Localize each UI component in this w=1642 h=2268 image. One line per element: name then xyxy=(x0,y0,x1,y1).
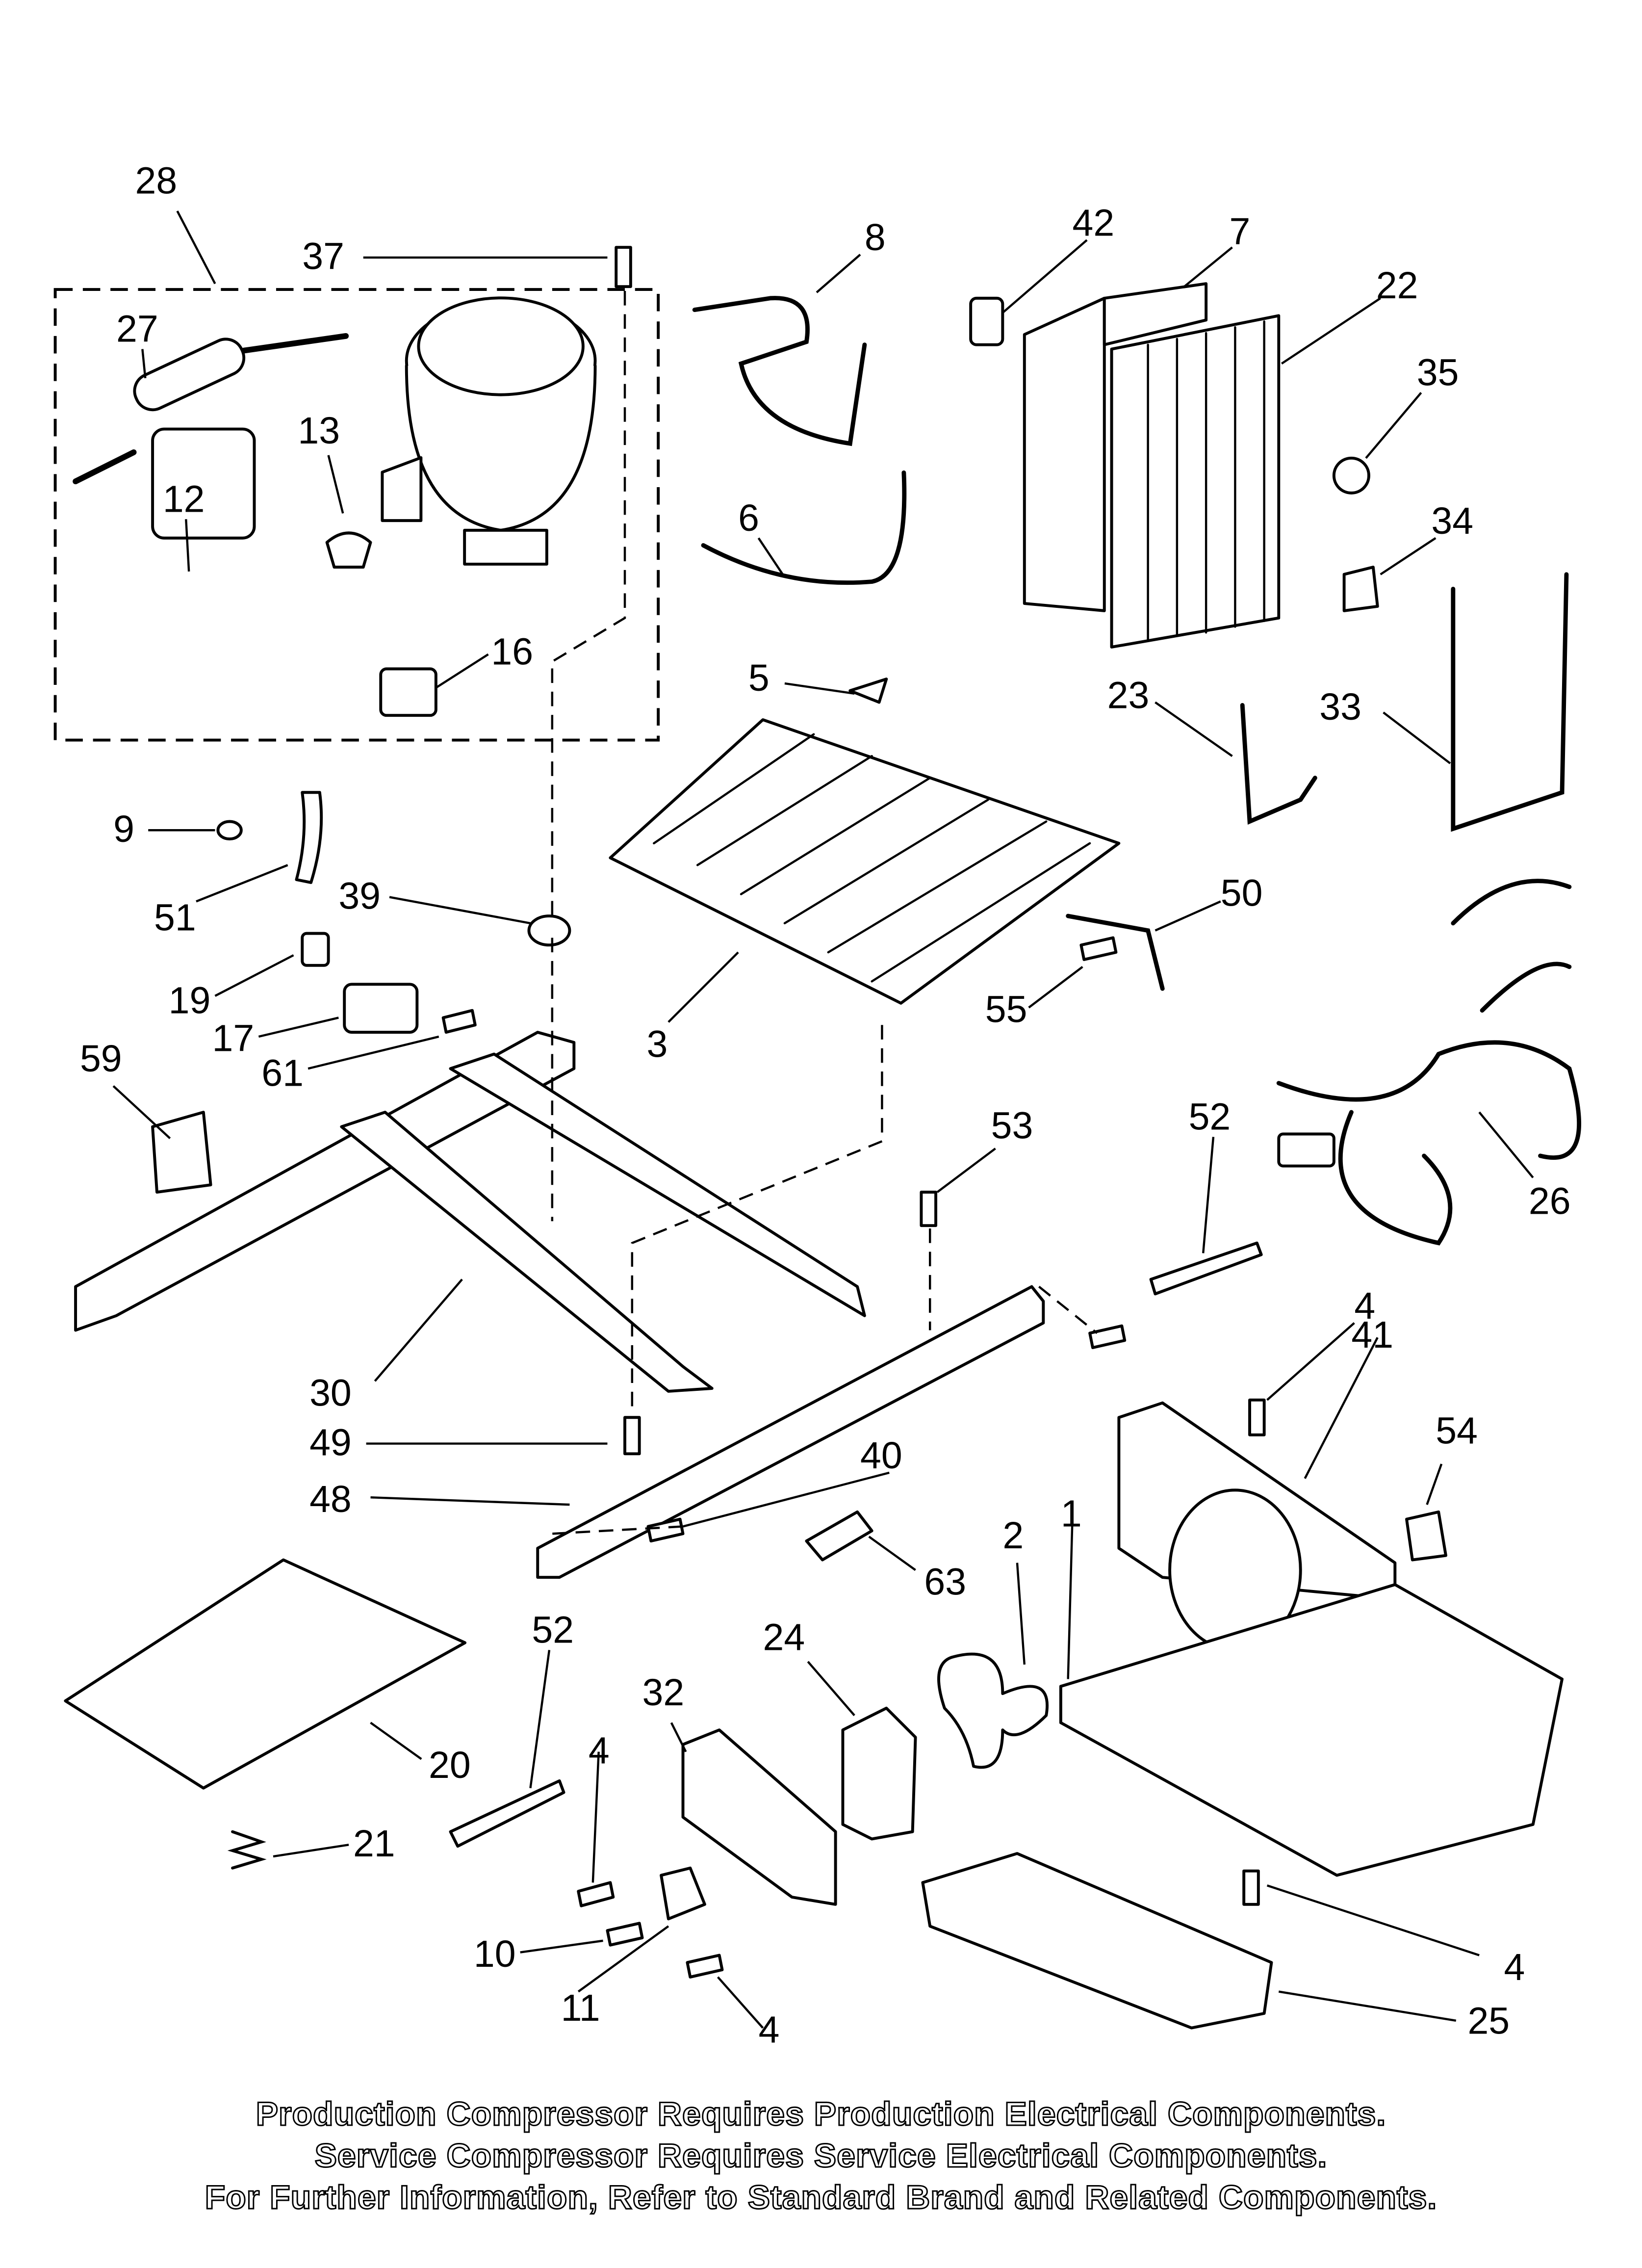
wire-harness xyxy=(1276,879,1581,1246)
drain-tube xyxy=(1066,913,1165,991)
grommet xyxy=(527,914,571,947)
callout-51: 51 xyxy=(154,897,196,939)
callout-4a: 4 xyxy=(1354,1285,1375,1327)
wire-hanger xyxy=(1240,703,1317,825)
callout-12: 12 xyxy=(163,478,205,520)
callout-32: 32 xyxy=(642,1671,685,1714)
callout-59: 59 xyxy=(80,1038,122,1080)
callout-55: 55 xyxy=(985,988,1027,1030)
screws xyxy=(441,246,1266,1979)
callout-39: 39 xyxy=(338,875,381,917)
wire-nut xyxy=(1405,1510,1447,1562)
footer-note-2: Service Compressor Requires Service Elec… xyxy=(314,2137,1328,2175)
relay-bracket xyxy=(681,1728,837,1906)
callout-33: 33 xyxy=(1319,686,1361,728)
wire-connector xyxy=(805,1510,873,1562)
callout-3: 3 xyxy=(646,1023,667,1065)
callout-2: 2 xyxy=(1002,1514,1024,1557)
terminal-cover xyxy=(301,932,330,967)
callout-24: 24 xyxy=(763,1616,805,1658)
cable-tie xyxy=(1149,1241,1263,1296)
compressor-group-box xyxy=(53,288,660,742)
callout-16: 16 xyxy=(491,631,533,673)
callout-5: 5 xyxy=(748,657,770,699)
footer-note-1: Production Compressor Requires Productio… xyxy=(255,2095,1386,2134)
callout-27: 27 xyxy=(116,308,158,350)
callout-19: 19 xyxy=(169,980,211,1022)
drip-tray xyxy=(921,1852,1273,2030)
evaporator-clip xyxy=(848,678,888,704)
condenser-fan-motor xyxy=(841,1706,917,1841)
callout-4d: 4 xyxy=(1504,1946,1525,1988)
callout-61: 61 xyxy=(261,1052,304,1095)
footer-note-3: For Further Information, Refer to Standa… xyxy=(204,2178,1437,2217)
defrost-timer xyxy=(343,983,419,1034)
drier xyxy=(73,333,349,485)
callout-35: 35 xyxy=(1417,352,1459,394)
callout-9: 9 xyxy=(113,808,134,850)
discharge-tube xyxy=(692,296,867,446)
overload-clip xyxy=(325,531,372,569)
relay-plate xyxy=(660,1866,706,1921)
callout-26: 26 xyxy=(1529,1180,1571,1222)
leader-lines xyxy=(112,210,1534,2029)
callout-10: 10 xyxy=(474,1933,516,1975)
callout-49: 49 xyxy=(309,1421,352,1463)
capillary-tube xyxy=(1451,572,1569,832)
callout-25: 25 xyxy=(1467,2000,1510,2042)
spring xyxy=(227,1830,267,1870)
plug xyxy=(216,820,243,841)
callout-20: 20 xyxy=(429,1744,471,1786)
callout-30: 30 xyxy=(309,1372,352,1414)
callout-4c: 4 xyxy=(759,2008,780,2051)
callout-17: 17 xyxy=(212,1017,255,1060)
frame-rails xyxy=(74,1031,1045,1579)
callout-52a: 52 xyxy=(1189,1096,1231,1138)
callout-37: 37 xyxy=(302,235,344,278)
callout-63: 63 xyxy=(924,1561,966,1603)
callout-54: 54 xyxy=(1436,1410,1478,1452)
callout-1: 1 xyxy=(1061,1492,1082,1535)
callout-4b: 4 xyxy=(589,1729,610,1772)
condenser-clip xyxy=(969,296,1004,346)
fan-blade xyxy=(937,1652,1049,1769)
callout-7: 7 xyxy=(1230,210,1251,253)
harness-connector xyxy=(1277,1132,1335,1168)
condenser-assembly xyxy=(1023,282,1281,649)
callout-42: 42 xyxy=(1073,202,1115,244)
fan-shroud xyxy=(1117,1401,1397,1652)
mounting-bracket xyxy=(1342,566,1379,612)
mounting-clip-59 xyxy=(151,1111,212,1194)
callout-labels: 28 37 27 13 12 16 8 6 5 42 7 22 35 34 23… xyxy=(80,160,1571,2051)
cable-tie-2 xyxy=(449,1779,565,1848)
callout-52b: 52 xyxy=(532,1609,574,1651)
callout-13: 13 xyxy=(298,410,340,452)
hose xyxy=(295,791,323,884)
suction-tube xyxy=(701,470,907,585)
callout-22: 22 xyxy=(1376,264,1418,307)
callout-28: 28 xyxy=(135,160,178,202)
base-plate xyxy=(1059,1583,1564,1877)
fan-motor-small xyxy=(1332,456,1370,495)
callout-23: 23 xyxy=(1107,674,1150,716)
callout-34: 34 xyxy=(1431,500,1473,542)
callout-50: 50 xyxy=(1221,872,1263,914)
callout-11: 11 xyxy=(561,1987,600,2029)
compressor xyxy=(381,296,597,566)
drain-pan-cover xyxy=(64,1558,467,1790)
start-relay xyxy=(151,427,256,540)
callout-8: 8 xyxy=(865,216,886,259)
callout-21: 21 xyxy=(353,1823,395,1865)
alignment-lines xyxy=(551,291,1098,1535)
evaporator xyxy=(609,718,1121,1005)
callout-48: 48 xyxy=(309,1478,352,1520)
callout-40: 40 xyxy=(860,1434,902,1477)
callout-41: 41 xyxy=(1351,1314,1393,1356)
callout-53: 53 xyxy=(991,1104,1033,1147)
capacitor xyxy=(379,667,437,717)
callout-6: 6 xyxy=(738,497,759,539)
